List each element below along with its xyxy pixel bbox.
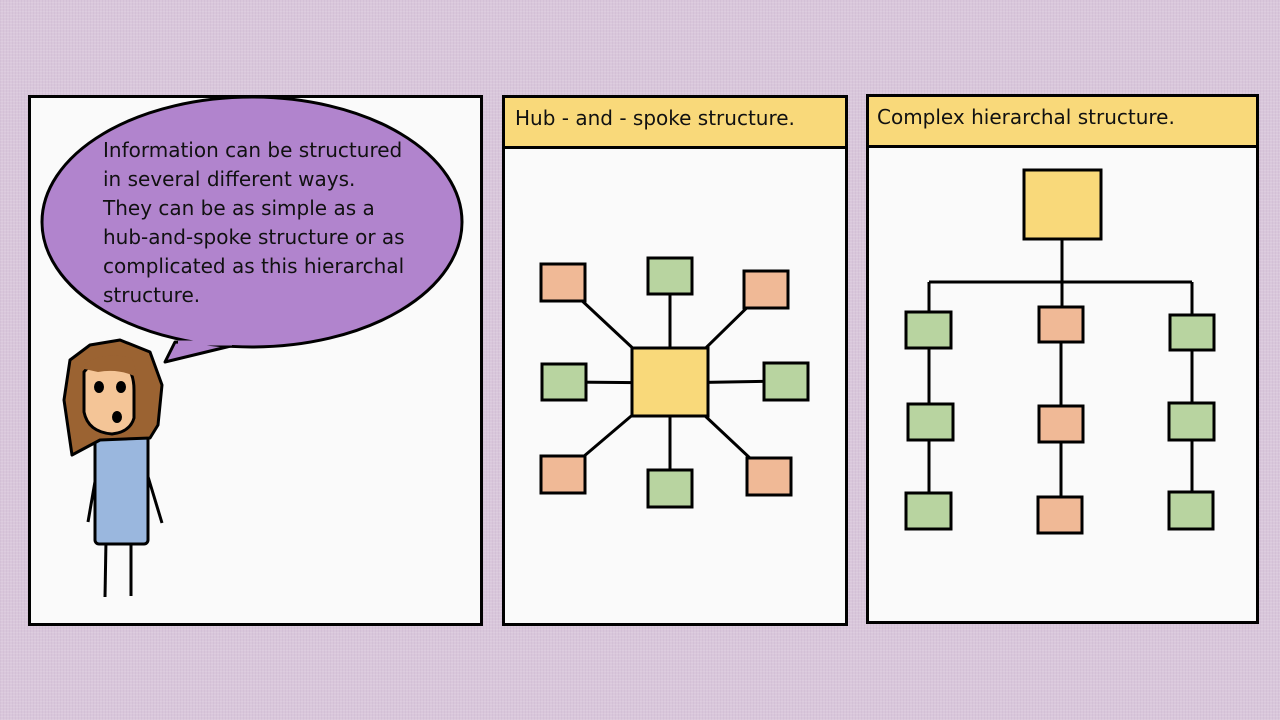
middle-node-2 [1037, 404, 1085, 444]
left-node-2 [906, 402, 955, 442]
root-node [1022, 168, 1103, 241]
panel-hub-title: Hub - and - spoke structure. [505, 98, 845, 149]
hub-node [630, 346, 710, 418]
hub-title-text: Hub - and - spoke structure. [515, 106, 795, 130]
right-node-3 [1167, 490, 1215, 531]
spoke-node-top [646, 256, 694, 296]
spoke-node-bottom-left [539, 454, 587, 495]
middle-node-3 [1036, 495, 1084, 535]
spoke-node-bottom [646, 468, 694, 509]
right-node-2 [1167, 401, 1216, 442]
spoke-node-left [540, 362, 588, 402]
spoke-node-bottom-right [745, 456, 793, 497]
left-node-1 [904, 310, 953, 350]
panel-hierarchy-title: Complex hierarchal structure. [869, 97, 1256, 148]
middle-node-1 [1037, 305, 1085, 344]
right-node-1 [1168, 313, 1216, 352]
spoke-node-right [762, 361, 810, 402]
spoke-node-top-left [539, 262, 587, 303]
hierarchy-title-text: Complex hierarchal structure. [877, 105, 1175, 129]
spoke-node-top-right [742, 269, 790, 310]
left-node-3 [904, 491, 953, 531]
speech-text: Information can be structured in several… [103, 138, 405, 307]
